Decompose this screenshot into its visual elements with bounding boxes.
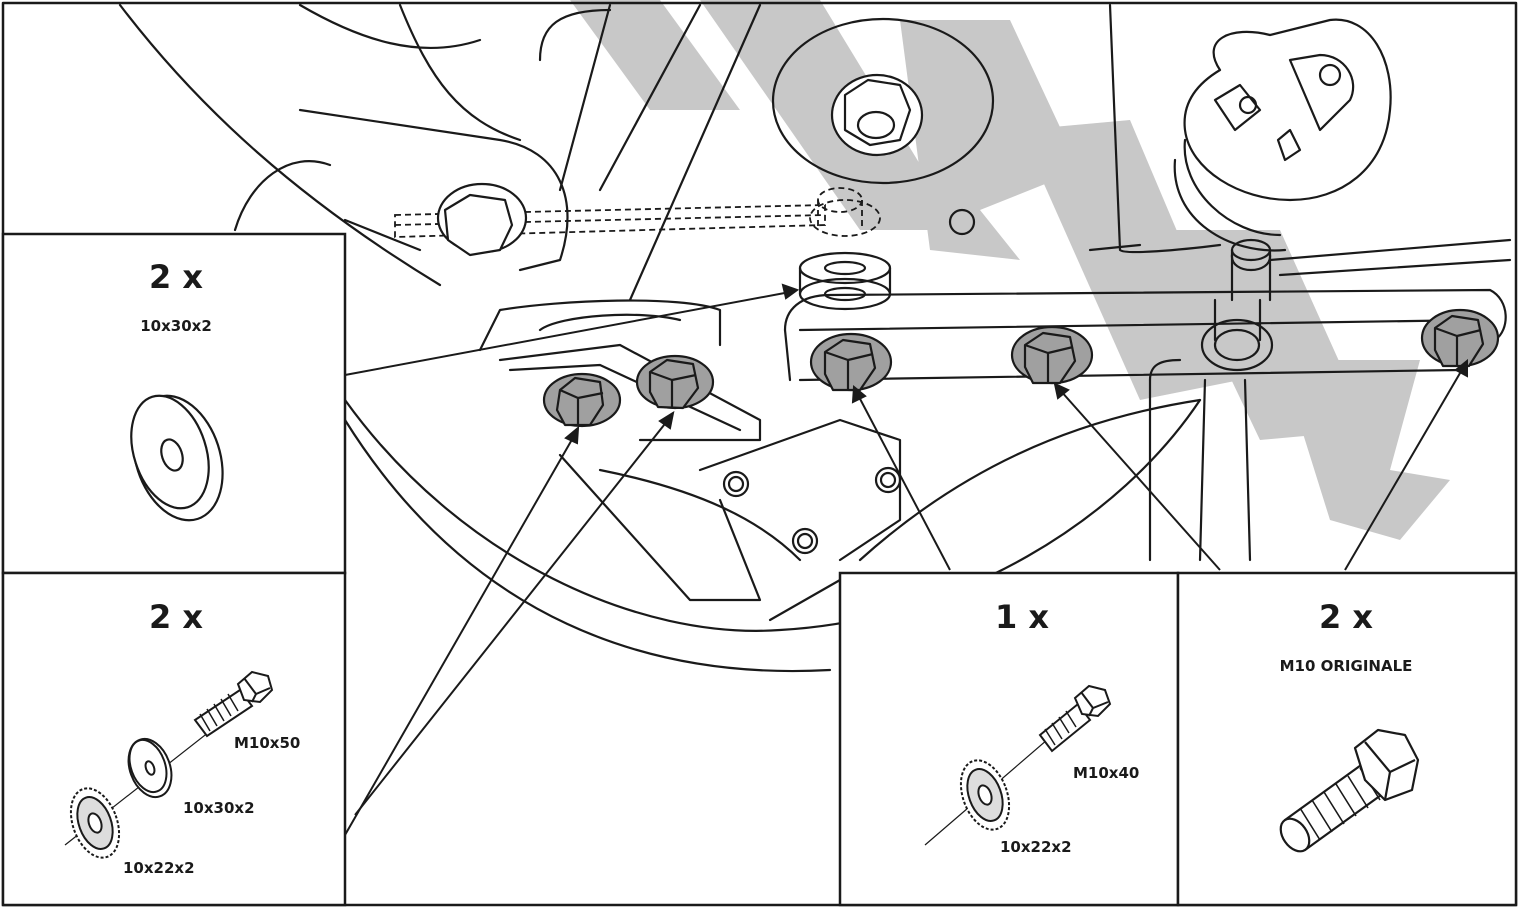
label-washer-10x30x2: 10x30x2 [183,799,255,817]
label-nut-10x22x2: 10x22x2 [1000,838,1072,856]
label-bolt-m10x50: M10x50 [234,734,300,752]
serrated-nut-icon [69,787,121,859]
panel-bottom-left: 2 x M10x50 10x30x2 10x22x2 [1,571,347,907]
bolt-m10x50-icon [193,670,274,738]
washer-10x30x2-icon [127,737,173,799]
label-nut-10x22x2: 10x22x2 [123,859,195,877]
bolt-bracket-2 [635,354,715,410]
panel-bottom-middle: 1 x M10x40 10x22x2 [838,571,1180,907]
bolt-beam-2 [1010,325,1094,385]
bolt-arm [436,182,528,257]
panel-top-left-qty: 2 x [149,258,203,296]
bolt-m10x40-icon [1038,684,1112,753]
panel-bottom-left-qty: 2 x [149,598,203,636]
panel-top-left-spec: 10x30x2 [140,317,212,335]
bolt-beam-1 [809,332,893,392]
panel-bottom-right-qty: 2 x [1319,598,1373,636]
bolt-beam-3 [1420,308,1500,368]
label-bolt-m10x40: M10x40 [1073,764,1139,782]
panel-top-left: 2 x 10x30x2 [1,232,347,575]
panel-bottom-right: 2 x M10 ORIGINALE [1176,571,1518,907]
serrated-nut-icon [959,759,1011,831]
panel-bottom-middle-qty: 1 x [995,598,1049,636]
flat-washer-icon [130,394,224,522]
leader-lines [344,283,1468,836]
bolt-m10-original-icon [1279,728,1420,853]
bolt-top-disc [830,73,924,157]
panel-bottom-right-spec: M10 ORIGINALE [1280,657,1413,675]
drawing-bolts [436,73,1500,428]
bolt-bracket-1 [542,372,622,428]
watermark [570,0,1450,540]
